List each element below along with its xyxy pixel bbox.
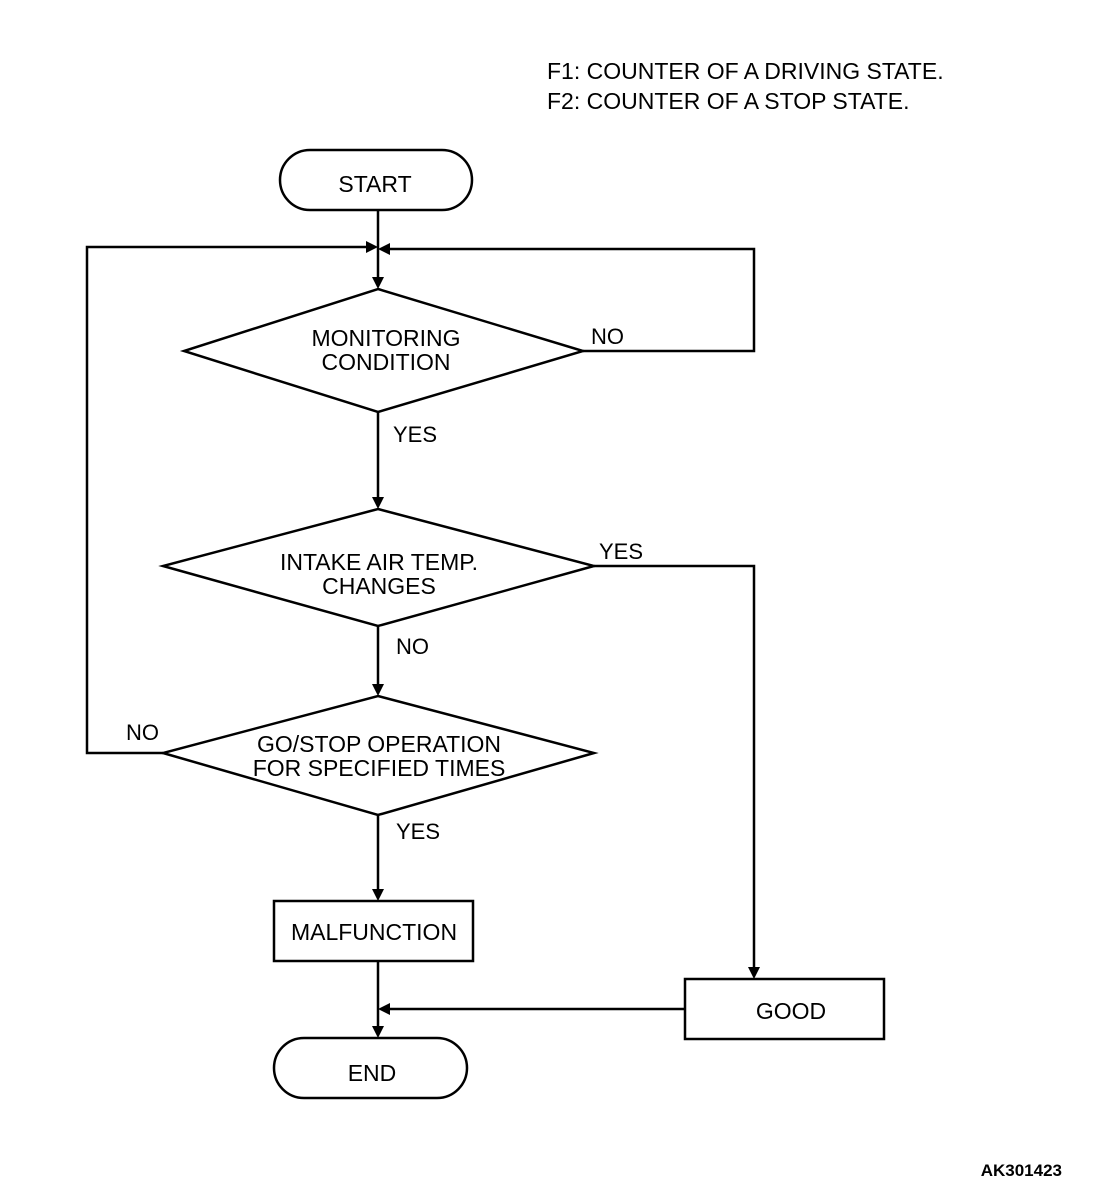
edge-label-intake-yes: YES [599, 539, 643, 564]
edge-label-gostop-yes: YES [396, 819, 440, 844]
arrow-into-gostop [372, 684, 384, 696]
end-label: END [348, 1060, 397, 1086]
edge-label-gostop-no: NO [126, 720, 159, 745]
arrow-into-end [372, 1026, 384, 1038]
arrow-good-join [378, 1003, 390, 1015]
figure-code: AK301423 [981, 1161, 1062, 1180]
connector-monitoring-no-loop [386, 247, 756, 353]
end-node: END [272, 1036, 469, 1100]
arrow-right-loop [378, 243, 390, 255]
arrow-into-intake [372, 497, 384, 509]
arrow-into-monitoring [372, 277, 384, 289]
monitoring-condition-decision: MONITORING CONDITION [179, 287, 588, 414]
edge-label-monitoring-yes: YES [393, 422, 437, 447]
edge-label-intake-no: NO [396, 634, 429, 659]
arrow-into-malfunction [372, 889, 384, 901]
arrow-left-loop [366, 241, 378, 253]
start-node: START [278, 148, 474, 212]
start-label: START [338, 171, 411, 197]
malfunction-label: MALFUNCTION [291, 919, 457, 945]
intake-air-temp-line2: CHANGES [322, 573, 436, 599]
monitoring-condition-line2: CONDITION [321, 349, 450, 375]
intake-air-temp-line1: INTAKE AIR TEMP. [280, 549, 478, 575]
connector-gostop-no-loop [85, 245, 370, 755]
legend-f2: F2: COUNTER OF A STOP STATE. [547, 88, 910, 114]
edge-label-monitoring-no: NO [591, 324, 624, 349]
legend-f1: F1: COUNTER OF A DRIVING STATE. [547, 58, 944, 84]
good-label: GOOD [756, 998, 826, 1024]
arrow-into-good [748, 967, 760, 979]
monitoring-condition-line1: MONITORING [311, 325, 460, 351]
go-stop-operation-line1: GO/STOP OPERATION [257, 731, 501, 757]
good-node: GOOD [683, 977, 886, 1041]
intake-air-temp-decision: INTAKE AIR TEMP. CHANGES [158, 507, 599, 628]
malfunction-node: MALFUNCTION [272, 899, 475, 963]
go-stop-operation-decision: GO/STOP OPERATION FOR SPECIFIED TIMES [158, 694, 599, 817]
go-stop-operation-line2: FOR SPECIFIED TIMES [253, 755, 506, 781]
connector-intake-good [594, 564, 756, 968]
